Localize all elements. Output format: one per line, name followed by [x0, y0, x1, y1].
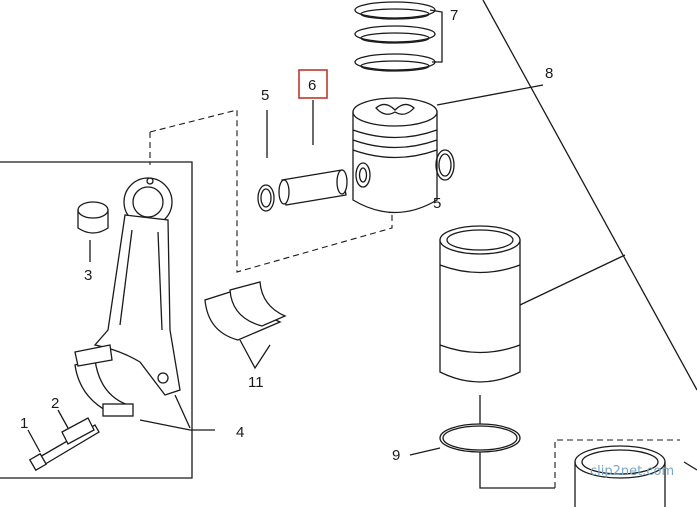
piston-rings: [354, 1, 436, 72]
watermark: clip2net.com: [590, 464, 674, 479]
label-4-leader-2: [174, 394, 191, 429]
rod-assembly-box: [0, 161, 193, 479]
connecting-rod: [93, 177, 181, 396]
label-8-leader: [436, 84, 544, 106]
label-5-left: 5: [261, 87, 269, 104]
label-1-leader: [27, 429, 41, 453]
rod-cap: [74, 344, 134, 417]
label-8: 8: [545, 65, 553, 82]
label-3: 3: [84, 267, 92, 284]
label-7: 7: [450, 7, 458, 24]
o-ring: [439, 423, 521, 453]
label-2: 2: [51, 395, 59, 412]
partial-liner: [574, 445, 666, 507]
label-1: 1: [20, 415, 28, 432]
liner-leader: [519, 254, 626, 306]
label-6: 6: [308, 77, 316, 94]
rod-nut: [61, 417, 95, 445]
pin-assembly-dashed-outline: [149, 109, 393, 273]
label-2-leader: [57, 409, 69, 429]
label-4-leader: [139, 419, 215, 431]
label-5-right: 5: [433, 195, 441, 212]
snap-ring-right: [435, 149, 455, 181]
piston: [352, 97, 438, 214]
label-11-leader: [239, 339, 271, 370]
label-11: 11: [248, 374, 264, 391]
partial-leader: [683, 461, 697, 471]
bearing-shells: [204, 281, 287, 341]
snap-ring-left: [257, 184, 275, 212]
label-4: 4: [236, 424, 244, 441]
label-6-highlight-box: [298, 69, 328, 99]
rod-bushing: [77, 201, 109, 234]
label-7-leader: [429, 9, 443, 63]
cylinder-liner: [439, 225, 521, 383]
outer-diagonal-line: [482, 0, 697, 391]
piston-pin: [278, 169, 348, 206]
lower-right-dashed-box: [554, 439, 680, 488]
label-9: 9: [392, 447, 400, 464]
label-9-leader: [409, 447, 441, 456]
oring-bracket: [479, 452, 555, 489]
